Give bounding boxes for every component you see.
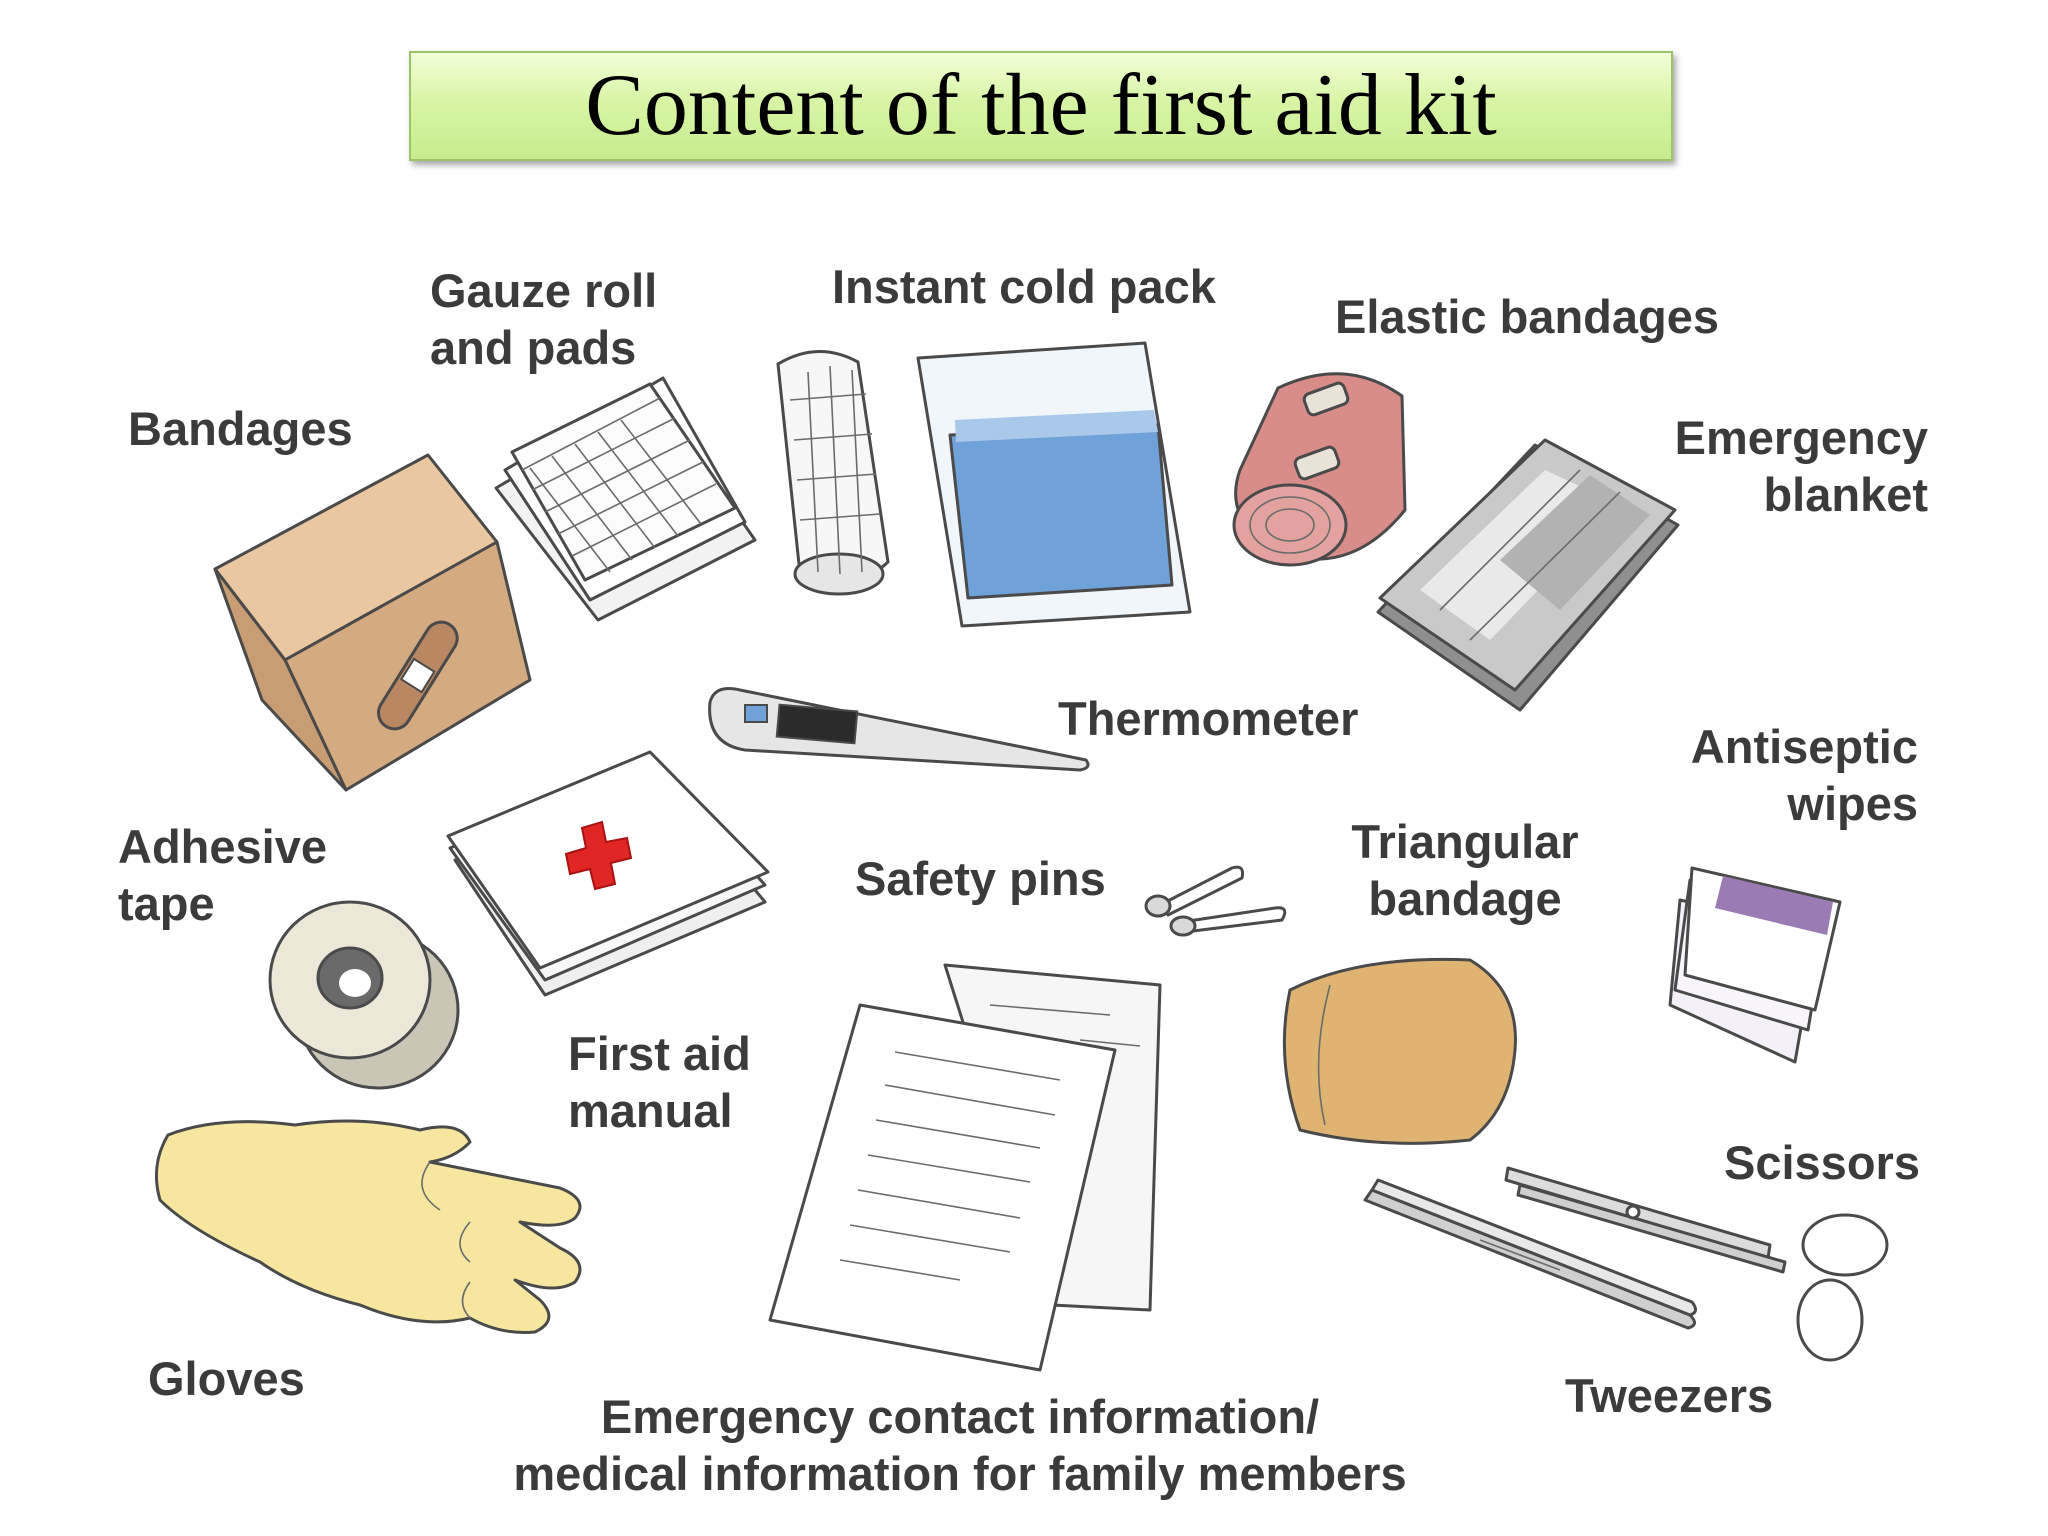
label-scissors: Scissors bbox=[1724, 1134, 1920, 1191]
label-line: Adhesive bbox=[118, 820, 327, 873]
label-cold-pack: Instant cold pack bbox=[832, 258, 1216, 315]
label-gauze: Gauze roll and pads bbox=[430, 262, 657, 376]
label-line: blanket bbox=[1763, 468, 1928, 521]
label-adhesive-tape: Adhesive tape bbox=[118, 818, 327, 932]
triangular-bandage-illustration bbox=[1282, 957, 1517, 1145]
label-first-aid-manual: First aid manual bbox=[568, 1025, 751, 1139]
cold-pack-illustration bbox=[916, 341, 1192, 628]
label-emergency-blanket: Emergency blanket bbox=[1600, 409, 1928, 523]
adhesive-tape-illustration bbox=[268, 900, 460, 1090]
gloves-illustration bbox=[154, 1119, 582, 1334]
safety-pins-illustration bbox=[1144, 865, 1287, 937]
label-line: Tweezers bbox=[1565, 1369, 1774, 1422]
label-line: and pads bbox=[430, 321, 637, 374]
label-line: Scissors bbox=[1724, 1136, 1920, 1189]
label-line: tape bbox=[118, 877, 215, 930]
gauze-roll-illustration bbox=[776, 350, 890, 596]
label-line: First aid bbox=[568, 1027, 751, 1080]
label-line: Emergency contact information/ bbox=[600, 1390, 1320, 1443]
emergency-blanket-illustration bbox=[1376, 438, 1680, 712]
label-line: wipes bbox=[1787, 777, 1918, 830]
label-line: Bandages bbox=[128, 402, 353, 455]
bandages-box-illustration bbox=[213, 453, 532, 792]
label-line: Thermometer bbox=[1058, 692, 1359, 745]
label-tweezers: Tweezers bbox=[1565, 1367, 1773, 1424]
antiseptic-wipes-illustration bbox=[1668, 866, 1842, 1064]
label-thermometer: Thermometer bbox=[1058, 690, 1358, 747]
label-contact-info: Emergency contact information/ medical i… bbox=[440, 1388, 1480, 1502]
scissors-illustration bbox=[1504, 1166, 1889, 1362]
elastic-bandage-illustration bbox=[1232, 372, 1407, 567]
title-banner: Content of the first aid kit bbox=[409, 51, 1673, 161]
label-line: Triangular bbox=[1351, 815, 1579, 868]
label-line: manual bbox=[568, 1084, 733, 1137]
label-line: Gloves bbox=[148, 1352, 305, 1405]
label-line: Elastic bandages bbox=[1335, 290, 1719, 343]
label-gloves: Gloves bbox=[148, 1350, 305, 1407]
label-triangular-bandage: Triangular bandage bbox=[1300, 813, 1630, 927]
label-line: Safety pins bbox=[855, 852, 1106, 905]
tweezers-illustration bbox=[1363, 1178, 1697, 1330]
label-line: bandage bbox=[1368, 872, 1562, 925]
gauze-pads-illustration bbox=[494, 376, 757, 622]
label-line: Gauze roll bbox=[430, 264, 658, 317]
label-elastic-bandages: Elastic bandages bbox=[1335, 288, 1719, 345]
label-line: Antiseptic bbox=[1690, 720, 1918, 773]
label-antiseptic-wipes: Antiseptic wipes bbox=[1600, 718, 1918, 832]
label-line: medical information for family members bbox=[513, 1447, 1407, 1500]
label-line: Instant cold pack bbox=[832, 260, 1216, 313]
contact-info-papers-illustration bbox=[768, 963, 1162, 1372]
label-bandages: Bandages bbox=[128, 400, 353, 457]
thermometer-illustration bbox=[708, 687, 1090, 772]
label-safety-pins: Safety pins bbox=[855, 850, 1106, 907]
label-line: Emergency bbox=[1674, 411, 1928, 464]
page-title: Content of the first aid kit bbox=[585, 57, 1497, 154]
first-aid-manual-illustration bbox=[446, 750, 770, 997]
